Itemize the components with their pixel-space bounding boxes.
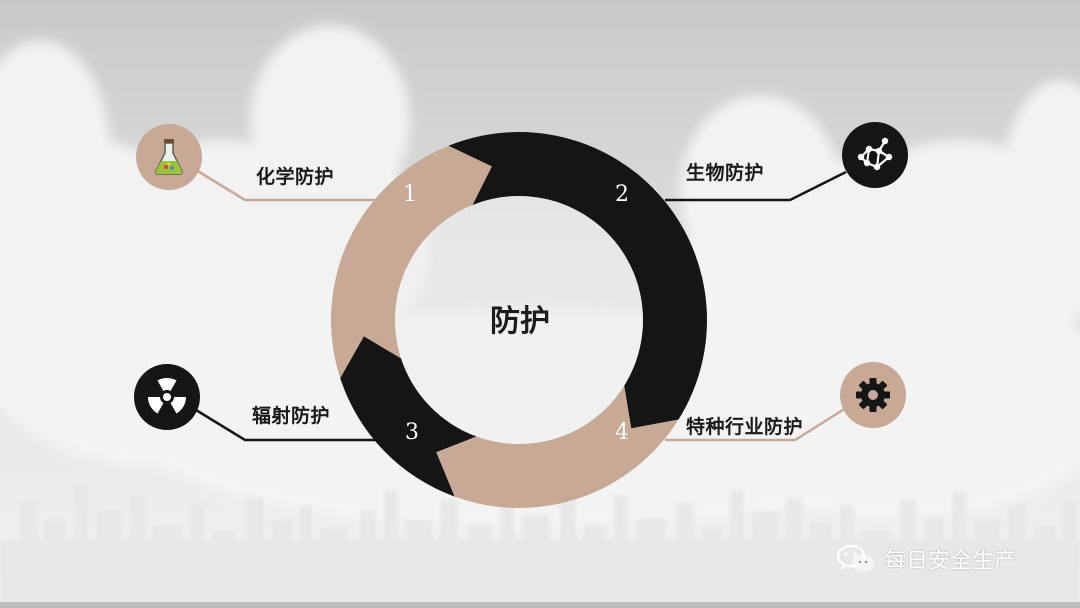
molecule-icon bbox=[857, 137, 893, 171]
label-radiation-protection: 辐射防护 bbox=[252, 405, 331, 427]
city-skyline bbox=[0, 485, 1080, 608]
molecule-badge bbox=[842, 122, 908, 188]
segment-number-3: 3 bbox=[405, 420, 419, 445]
gear-badge bbox=[840, 362, 906, 428]
ring-center bbox=[395, 196, 643, 444]
watermark-text: 每日安全生产 bbox=[884, 549, 1017, 574]
chemistry-flask-badge bbox=[136, 124, 202, 190]
label-special-industry-protection: 特种行业防护 bbox=[686, 416, 804, 438]
label-chemical-protection: 化学防护 bbox=[256, 166, 335, 188]
watermark: 每日安全生产 bbox=[836, 544, 1016, 574]
radiation-icon bbox=[148, 378, 186, 414]
connector-line-2 bbox=[665, 170, 847, 202]
label-biological-protection: 生物防护 bbox=[686, 162, 765, 184]
connector-line-4 bbox=[665, 406, 847, 442]
segment-number-1: 1 bbox=[403, 182, 417, 207]
radiation-badge bbox=[134, 364, 200, 430]
center-title: 防护 bbox=[490, 304, 550, 339]
segment-number-2: 2 bbox=[615, 182, 629, 207]
ring-segment-3 bbox=[340, 336, 477, 497]
chemistry-flask-icon bbox=[155, 139, 183, 175]
bottom-strip bbox=[0, 602, 1080, 608]
gear-icon bbox=[856, 378, 890, 412]
connector-line-3 bbox=[195, 408, 380, 442]
wechat-icon bbox=[836, 544, 874, 572]
connector-line-1 bbox=[195, 168, 380, 202]
ring-segment-2 bbox=[448, 132, 707, 429]
segment-number-4: 4 bbox=[615, 420, 629, 445]
ring-segment-4 bbox=[436, 385, 679, 508]
ring-segment-1 bbox=[331, 145, 492, 379]
